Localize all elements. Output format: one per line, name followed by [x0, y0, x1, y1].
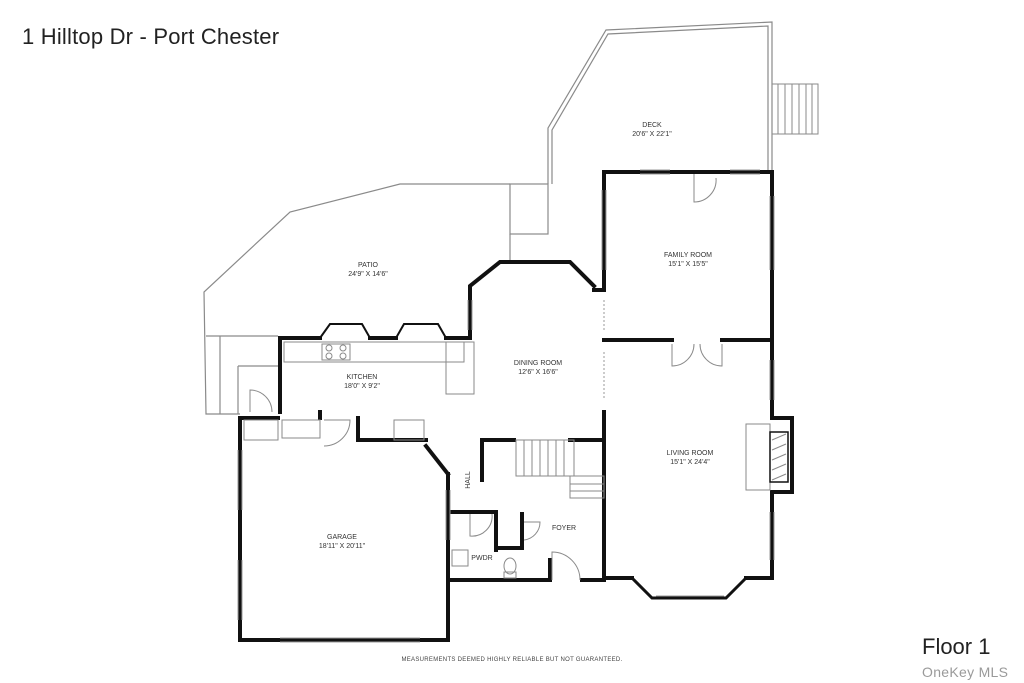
pwdr-label: PWDR	[471, 555, 492, 562]
garage-label: GARAGE	[327, 534, 357, 541]
doors	[249, 174, 723, 581]
walls	[238, 170, 794, 642]
hall-label: HALL	[465, 471, 472, 489]
deck-outline	[547, 21, 773, 184]
hall-stairs	[515, 439, 605, 499]
windows	[237, 169, 775, 643]
watermark: OneKey MLS	[922, 664, 1009, 680]
floor-label: Floor 1	[922, 634, 991, 659]
foyer-label: FOYER	[552, 525, 576, 532]
dining-room-dims: 12'6" X 16'6"	[518, 369, 558, 376]
kitchen-label: KITCHEN	[347, 374, 378, 381]
patio-dims: 24'9" X 14'6"	[348, 271, 388, 278]
dining-room-label: DINING ROOM	[514, 360, 562, 367]
living-room-label: LIVING ROOM	[667, 450, 714, 457]
deck-stairs	[771, 83, 819, 135]
deck-label: DECK	[642, 122, 662, 129]
powder-fixtures	[451, 549, 517, 579]
garage-dims: 18'11" X 20'11"	[319, 543, 366, 550]
fireplace	[745, 423, 789, 491]
living-bay-window	[630, 576, 748, 600]
patio-outline	[203, 183, 549, 415]
kitchen-bay-windows	[319, 323, 447, 339]
deck-dims: 20'6" X 22'1"	[632, 131, 672, 138]
patio-label: PATIO	[358, 262, 379, 269]
living-room-dims: 15'1" X 24'4"	[670, 459, 710, 466]
family-room-dims: 15'1" X 15'5"	[668, 261, 708, 268]
family-room-label: FAMILY ROOM	[664, 252, 712, 259]
kitchen-dims: 18'0" X 9'2"	[344, 383, 380, 390]
kitchen-counters	[243, 341, 475, 441]
plan-title: 1 Hilltop Dr - Port Chester	[22, 24, 280, 49]
measurement-disclaimer: MEASUREMENTS DEEMED HIGHLY RELIABLE BUT …	[401, 657, 623, 663]
